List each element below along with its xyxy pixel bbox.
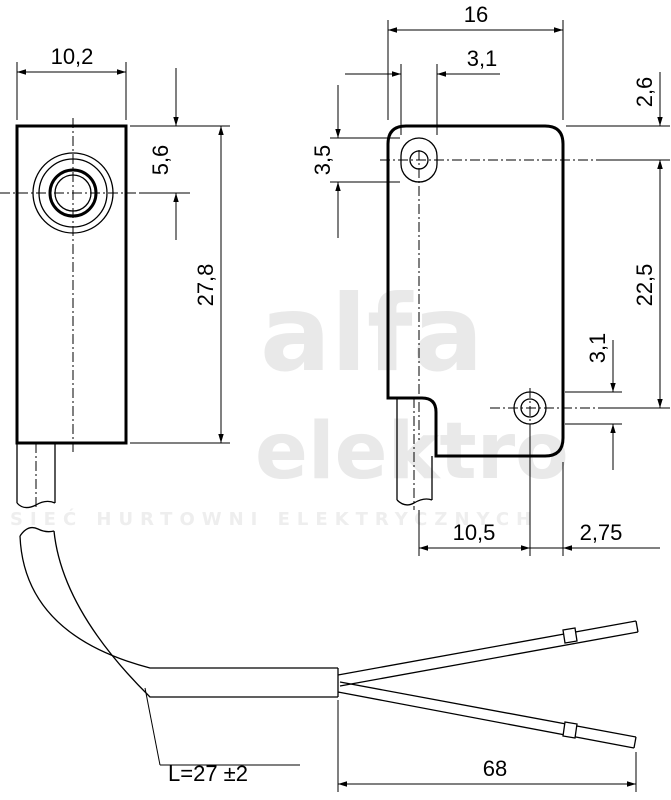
cable: L=27 ±2 68 bbox=[19, 526, 639, 792]
dim-label-side-bottom-width: 10,5 bbox=[453, 520, 496, 545]
dim-side-right-offset: 2,75 bbox=[530, 462, 660, 556]
dim-label-side-hole-x: 3,1 bbox=[467, 46, 498, 71]
side-upper-hole bbox=[380, 137, 600, 440]
dim-label-front-width: 10,2 bbox=[51, 44, 94, 69]
front-body bbox=[15, 124, 128, 445]
dim-label-side-top-offset: 2,6 bbox=[632, 77, 657, 108]
side-view: 16 3,1 2,6 3,5 bbox=[310, 2, 670, 556]
dim-lead-length: 68 bbox=[337, 700, 637, 792]
cable-sheath-top bbox=[19, 535, 338, 669]
cable-cut-end bbox=[19, 526, 55, 537]
cable-lead-lower bbox=[337, 681, 637, 749]
dim-side-width: 16 bbox=[387, 2, 564, 120]
side-lower-hole bbox=[490, 388, 600, 430]
ferrule-upper bbox=[562, 627, 578, 644]
dim-label-side-right-offset: 2,75 bbox=[580, 520, 623, 545]
dim-cable-length: L=27 ±2 bbox=[144, 687, 300, 786]
side-body bbox=[386, 124, 565, 458]
dim-front-hole-offset: 5,6 bbox=[130, 68, 230, 240]
watermark-tagline: SIEĆ HURTOWNI ELEKTRYCZNYCH bbox=[10, 508, 538, 530]
front-view: 10,2 5,6 27,8 bbox=[0, 44, 230, 510]
dim-label-side-hole-spacing: 22,5 bbox=[632, 264, 657, 307]
dim-side-hole-x: 3,1 bbox=[345, 46, 500, 135]
cable-lead-upper bbox=[337, 620, 639, 687]
front-cable-stub bbox=[16, 443, 56, 510]
front-hole bbox=[32, 152, 114, 234]
dim-side-hole-spacing: 22,5 bbox=[600, 160, 670, 409]
dim-side-lower-hole: 3,1 bbox=[565, 333, 622, 470]
dim-side-bottom-width: 10,5 bbox=[418, 430, 531, 556]
dim-side-top-offset: 2,6 bbox=[566, 72, 670, 212]
ferrule-lower bbox=[562, 721, 578, 739]
watermark-brand: alfa bbox=[260, 273, 483, 395]
dim-label-side-hole-dia: 3,5 bbox=[310, 145, 335, 176]
dim-front-height: 27,8 bbox=[130, 126, 230, 444]
dim-side-hole-dia: 3,5 bbox=[310, 85, 400, 238]
watermark-brand-sub: elektro bbox=[255, 407, 569, 497]
dim-label-side-lower-hole: 3,1 bbox=[585, 333, 610, 364]
dim-label-lead-length: 68 bbox=[483, 756, 507, 781]
dim-label-front-height: 27,8 bbox=[193, 264, 218, 307]
dim-front-width: 10,2 bbox=[16, 44, 127, 120]
cable-sheath-bottom bbox=[53, 530, 338, 698]
dim-label-cable-length: L=27 ±2 bbox=[168, 761, 248, 786]
side-cable-stub bbox=[396, 398, 433, 510]
dim-label-side-width: 16 bbox=[464, 2, 488, 27]
dim-label-front-hole-offset: 5,6 bbox=[148, 145, 173, 176]
watermark: alfa elektro SIEĆ HURTOWNI ELEKTRYCZNYCH bbox=[10, 273, 569, 530]
